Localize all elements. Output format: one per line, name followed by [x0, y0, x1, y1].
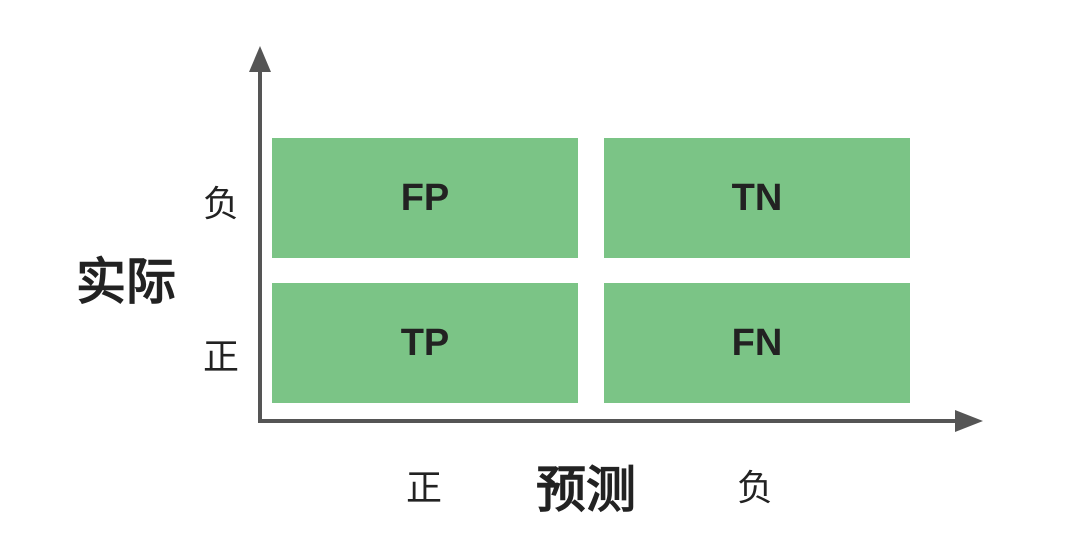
x-axis-arrow-icon [955, 410, 983, 432]
cell-label-tn: TN [731, 176, 783, 219]
x-tick-positive: 正 [406, 468, 443, 509]
cell-label-fp: FP [400, 176, 450, 219]
y-tick-negative: 负 [203, 184, 240, 225]
y-axis-arrow-icon [249, 46, 271, 72]
x-axis-line [258, 419, 964, 423]
cell-label-fn: FN [731, 321, 783, 364]
cell-label-tp: TP [400, 321, 450, 364]
y-tick-positive: 正 [203, 337, 240, 378]
x-tick-negative: 负 [737, 468, 774, 509]
cell-true-negative: TN [604, 138, 910, 258]
cell-false-positive: FP [272, 138, 578, 258]
cell-true-positive: TP [272, 283, 578, 403]
y-axis-line [258, 66, 262, 423]
x-axis-title: 预测 [536, 461, 636, 519]
cell-false-negative: FN [604, 283, 910, 403]
y-axis-title: 实际 [76, 253, 176, 311]
